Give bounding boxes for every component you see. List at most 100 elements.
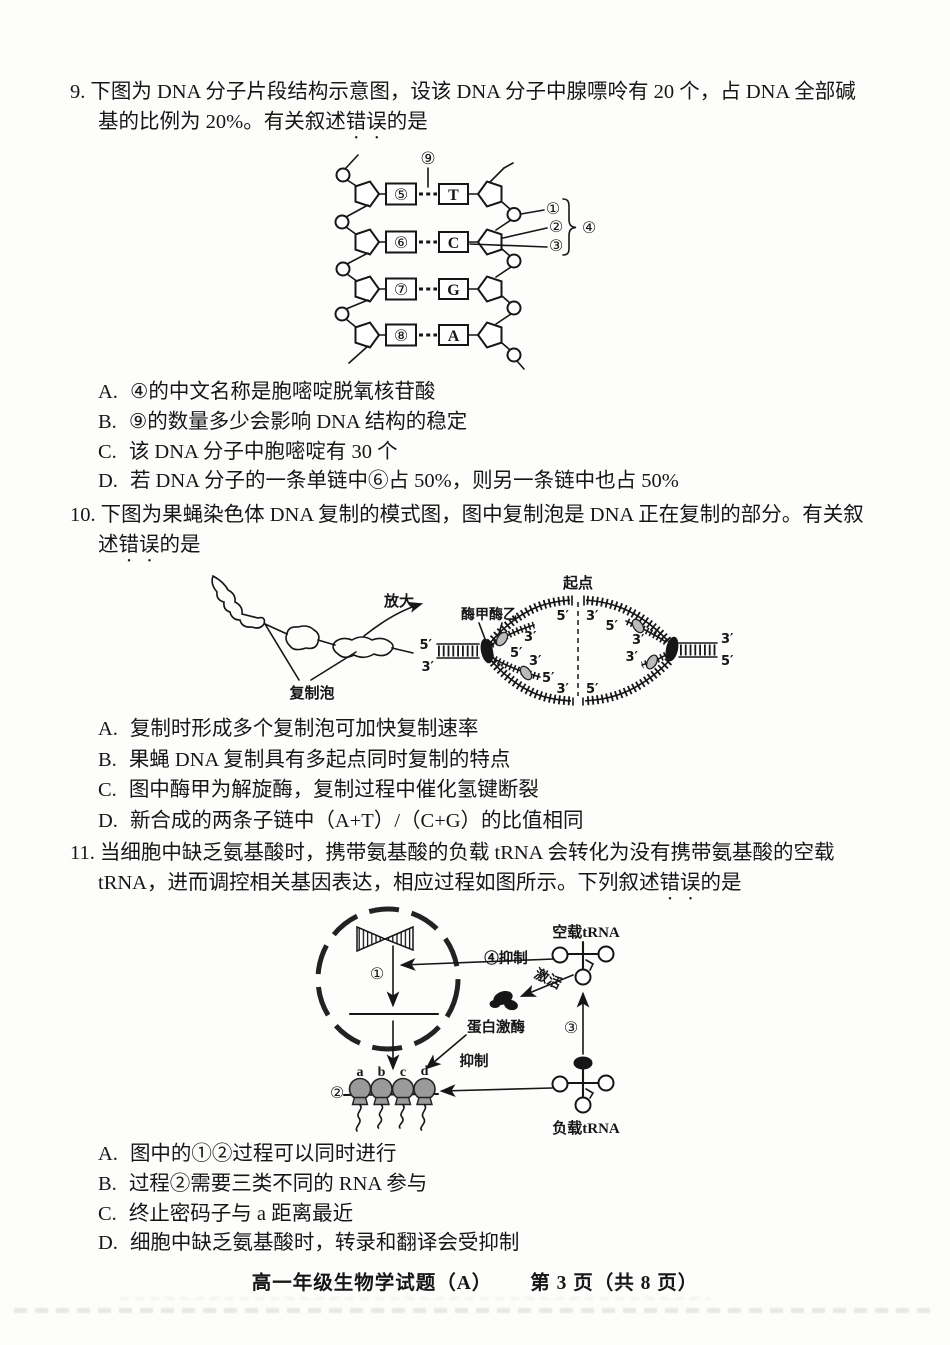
svg-text:5′: 5′	[542, 671, 555, 686]
nuclear-envelope	[315, 906, 461, 1052]
svg-text:3′: 3′	[632, 633, 645, 648]
deoxyribose-pentagon	[354, 228, 381, 256]
base-box-left	[385, 230, 417, 254]
polymerase-enzyme	[645, 654, 659, 670]
peptide-chain	[398, 1104, 405, 1129]
svg-text:5′: 5′	[510, 646, 523, 661]
ribosome	[391, 1077, 415, 1129]
question-9-number: 9.	[70, 81, 86, 103]
callout-4: ④	[582, 218, 596, 237]
callout-3: ③	[549, 236, 563, 255]
svg-text:3′: 3′	[721, 632, 734, 647]
svg-text:3′: 3′	[529, 654, 542, 669]
question-10: 10.下图为果蝇染色体 DNA 复制的模式图，图中复制泡是 DNA 正在复制的部…	[70, 501, 882, 567]
base-label-8: ⑧	[394, 326, 408, 345]
question-10-stem: 下图为果蝇染色体 DNA 复制的模式图，图中复制泡是 DNA 正在复制的部分。有…	[100, 504, 864, 526]
svg-text:3′: 3′	[557, 682, 570, 697]
option-11b: B.过程②需要三类不同的 RNA 参与	[98, 1172, 428, 1195]
process-1-label: ①	[370, 964, 384, 983]
loaded-trna	[551, 1056, 615, 1114]
magnify-label: 放大	[383, 592, 414, 610]
option-10d: D.新合成的两条子链中（A+T）/（C+G）的比值相同	[98, 809, 584, 832]
loaded-trna-label: 负载tRNA	[552, 1119, 620, 1137]
deoxyribose-pentagon	[476, 321, 503, 349]
question-10-options: A.复制时形成多个复制泡可加快复制速率 B.果蝇 DNA 复制具有多起点同时复制…	[98, 714, 584, 836]
base-box-left	[385, 277, 417, 301]
svg-text:5′: 5′	[420, 638, 433, 653]
replication-bubble-detail: 5′ 3′ 起点 酶甲酶乙 3′ 5′	[420, 575, 734, 707]
svg-text:5′: 5′	[721, 654, 734, 669]
base-label-7: ⑦	[394, 280, 408, 299]
brace	[562, 198, 577, 256]
option-9b: B.⑨的数量多少会影响 DNA 结构的稳定	[98, 410, 468, 433]
question-10-line2: 述错误的是	[98, 533, 201, 556]
question-11-stem: 当细胞中缺乏氨基酸时，携带氨基酸的负载 tRNA 会转化为没有携带氨基酸的空载	[99, 842, 835, 864]
callout-1: ①	[546, 199, 560, 218]
question-9: 9.下图为 DNA 分子片段结构示意图，设该 DNA 分子中腺嘌呤有 20 个，…	[70, 78, 882, 144]
base-A: A	[448, 328, 460, 345]
inhibit-translation-arrow	[425, 1034, 467, 1070]
base-label-6: ⑥	[394, 233, 408, 252]
dna-right-backbone	[476, 162, 525, 370]
base-box-left	[385, 323, 417, 347]
ribosome-label-d: d	[421, 1064, 429, 1079]
peptide-chain	[355, 1104, 362, 1132]
phosphate-circle	[335, 167, 351, 183]
phosphate-circle	[334, 214, 350, 230]
chromosome-sketch: 复制泡	[211, 574, 414, 702]
emphasis-wrong: 错误	[118, 533, 160, 556]
phosphate-circle	[506, 207, 522, 222]
question-9-line1: 9.下图为 DNA 分子片段结构示意图，设该 DNA 分子中腺嘌呤有 20 个，…	[70, 78, 882, 108]
ribosome-label-a: a	[357, 1065, 364, 1080]
ribosomes: a b c d	[348, 1064, 436, 1132]
base-T: T	[448, 187, 459, 204]
question-11-options: A.图中的①②过程可以同时进行 B.过程②需要三类不同的 RNA 参与 C.终止…	[98, 1140, 519, 1259]
deoxyribose-pentagon	[354, 275, 381, 303]
ribosome-label-b: b	[378, 1065, 386, 1080]
option-10c: C.图中酶甲为解旋酶，复制过程中催化氢键断裂	[98, 779, 539, 802]
magnify-arrow	[363, 602, 424, 637]
question-11-line1: 11.当细胞中缺乏氨基酸时，携带氨基酸的负载 tRNA 会转化为没有携带氨基酸的…	[70, 839, 882, 869]
peptide-chain	[420, 1104, 427, 1131]
base-label-5: ⑤	[394, 185, 408, 204]
activate-arrow	[519, 974, 574, 997]
ribosome	[348, 1077, 372, 1132]
deoxyribose-pentagon	[476, 180, 503, 208]
option-9d: D.若 DNA 分子的一条单链中⑥占 50%，则另一条链中也占 50%	[98, 470, 679, 493]
deoxyribose-pentagon	[354, 180, 381, 208]
enzyme-labels: 酶甲酶乙	[461, 606, 517, 623]
svg-text:3′: 3′	[586, 609, 599, 624]
svg-text:3′: 3′	[524, 630, 537, 645]
question-9-stem: 下图为 DNA 分子片段结构示意图，设该 DNA 分子中腺嘌呤有 20 个，占 …	[90, 81, 856, 103]
question-11: 11.当细胞中缺乏氨基酸时，携带氨基酸的负载 tRNA 会转化为没有携带氨基酸的…	[70, 839, 882, 905]
question-10-line1: 10.下图为果蝇染色体 DNA 复制的模式图，图中复制泡是 DNA 正在复制的部…	[70, 501, 882, 531]
dna-structure-figure: ⑤ T ⑥ C ⑦ G ⑧ A	[334, 149, 596, 370]
scan-artifact	[120, 1297, 710, 1300]
helicase-enzyme	[665, 636, 679, 662]
deoxyribose-pentagon	[476, 228, 503, 256]
base-C: C	[448, 235, 460, 252]
svg-text:3′: 3′	[626, 650, 639, 665]
inhibit-4-label: ④抑制	[484, 949, 528, 967]
kinase-label: 蛋白激酶	[467, 1018, 525, 1036]
question-9-line2: 基的比例为 20%。有关叙述错误的是	[98, 110, 428, 133]
replication-bubble-label: 复制泡	[288, 684, 334, 702]
deoxyribose-pentagon	[476, 275, 503, 303]
question-11-number: 11.	[70, 842, 95, 864]
question-9-options: A.④的中文名称是胞嘧啶脱氧核苷酸 B.⑨的数量多少会影响 DNA 结构的稳定 …	[98, 378, 679, 497]
peptide-chain	[377, 1104, 384, 1129]
phosphate-circle	[335, 261, 351, 277]
helicase-enzyme	[480, 638, 494, 664]
scan-artifact	[14, 1308, 932, 1313]
ribosome	[413, 1077, 436, 1131]
option-11a: A.图中的①②过程可以同时进行	[98, 1143, 397, 1165]
option-10b: B.果蝇 DNA 复制具有多起点同时复制的特点	[98, 748, 511, 771]
callout-2: ②	[549, 217, 563, 236]
protein-kinase	[489, 990, 518, 1011]
question-10-number: 10.	[70, 504, 96, 526]
replication-figure: 复制泡 放大 5′ 3′ 起点	[211, 574, 734, 707]
svg-text:5′: 5′	[586, 682, 599, 697]
option-10a: A.复制时形成多个复制泡可加快复制速率	[98, 718, 479, 740]
option-9a: A.④的中文名称是胞嘧啶脱氧核苷酸	[98, 381, 436, 403]
deoxyribose-pentagon	[354, 321, 381, 349]
